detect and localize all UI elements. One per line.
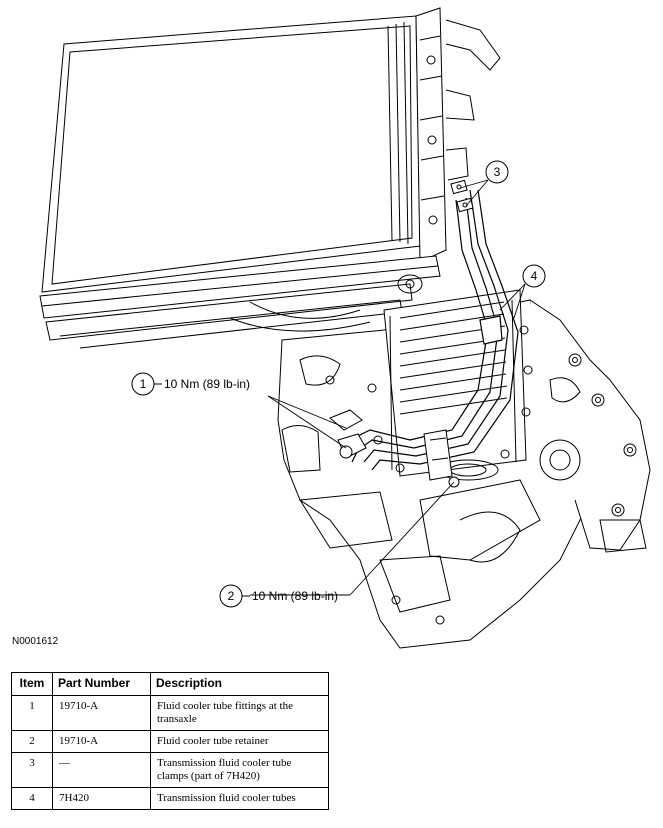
leader-lines <box>250 179 526 596</box>
callout-2: 2 10 Nm (89 lb-in) <box>219 584 338 608</box>
radiator-support <box>39 255 441 349</box>
header-item: Item <box>11 672 53 696</box>
radiator <box>41 7 501 293</box>
cell-item: 4 <box>11 787 53 810</box>
table-row: 4 7H420 Transmission fluid cooler tubes <box>11 787 329 810</box>
cell-item: 3 <box>11 752 53 788</box>
table-row: 3 — Transmission fluid cooler tube clamp… <box>11 752 329 788</box>
cell-part-number: 19710-A <box>52 695 151 731</box>
header-part-number: Part Number <box>52 672 151 696</box>
callout-1-torque: 10 Nm (89 lb-in) <box>164 377 250 391</box>
cooler-tubes <box>341 189 519 471</box>
cell-item: 1 <box>11 695 53 731</box>
callout-3-number: 3 <box>494 165 501 179</box>
cell-description: Fluid cooler tube fittings at the transa… <box>150 695 329 731</box>
cooler-tube-illustration: 1 10 Nm (89 lb-in) 2 10 Nm (89 lb-in) 3 … <box>39 7 651 649</box>
callout-2-number: 2 <box>228 589 235 603</box>
callout-1: 1 10 Nm (89 lb-in) <box>131 372 250 396</box>
cell-description: Fluid cooler tube retainer <box>150 730 329 753</box>
header-description: Description <box>150 672 329 696</box>
cell-part-number: — <box>52 752 151 788</box>
table-row: 1 19710-A Fluid cooler tube fittings at … <box>11 695 329 731</box>
cell-description: Transmission fluid cooler tubes <box>150 787 329 810</box>
callout-1-number: 1 <box>140 377 147 391</box>
cell-item: 2 <box>11 730 53 753</box>
table-row: 2 19710-A Fluid cooler tube retainer <box>11 730 329 753</box>
callout-3: 3 <box>485 160 509 184</box>
cell-part-number: 19710-A <box>52 730 151 753</box>
table-header-row: Item Part Number Description <box>11 672 329 696</box>
callout-2-torque: 10 Nm (89 lb-in) <box>252 589 338 603</box>
callout-4: 4 <box>522 264 546 288</box>
tube-fittings <box>329 409 367 459</box>
cell-part-number: 7H420 <box>52 787 151 810</box>
parts-table: Item Part Number Description 1 19710-A F… <box>11 672 329 810</box>
cell-description: Transmission fluid cooler tube clamps (p… <box>150 752 329 788</box>
callout-4-number: 4 <box>531 269 538 283</box>
figure-id: N0001612 <box>12 636 59 647</box>
